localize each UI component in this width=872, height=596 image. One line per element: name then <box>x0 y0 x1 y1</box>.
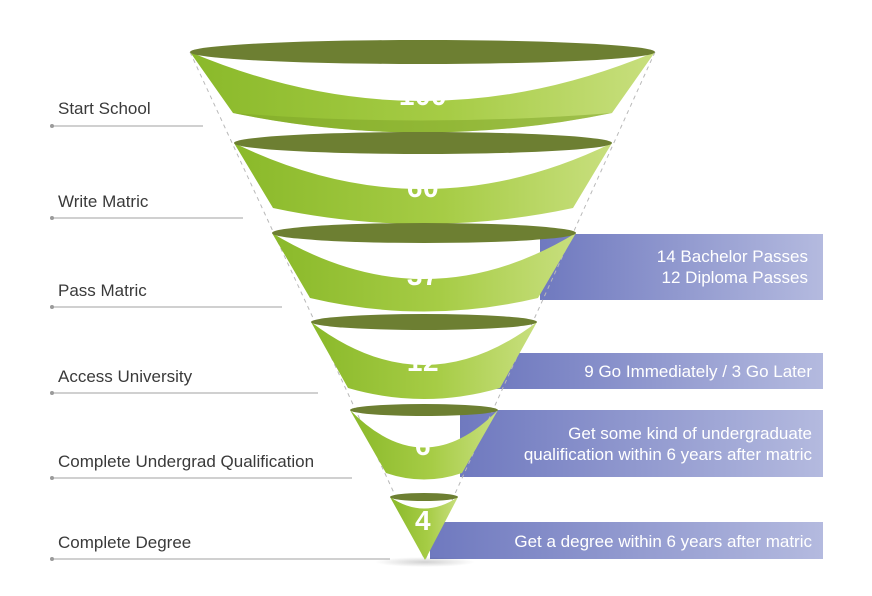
note-undergrad: Get some kind of undergraduate qualifica… <box>524 423 812 465</box>
note-access-university-line-1: 9 Go Immediately / 3 Go Later <box>584 362 812 381</box>
note-pass-matric: 14 Bachelor Passes 12 Diploma Passes <box>657 246 808 288</box>
note-degree: Get a degree within 6 years after matric <box>514 531 812 552</box>
note-undergrad-line-2: qualification within 6 years after matri… <box>523 445 812 464</box>
funnel-segment-3 <box>272 223 576 312</box>
leader-lines <box>50 124 390 561</box>
note-band-degree <box>430 522 823 559</box>
note-pass-matric-line-2: 12 Diploma Passes <box>661 268 808 287</box>
stage-label-undergrad: Complete Undergrad Qualification <box>58 452 315 471</box>
stage-value-undergrad: 6 <box>414 430 432 461</box>
stage-value-pass-matric: 37 <box>406 260 440 291</box>
funnel-segment-6 <box>390 493 458 560</box>
funnel-shadow <box>375 557 475 567</box>
funnel-segment-1 <box>190 40 655 133</box>
stage-label-degree: Complete Degree <box>58 533 192 552</box>
note-pass-matric-line-1: 14 Bachelor Passes <box>656 247 808 266</box>
stage-label-access-university: Access University <box>58 367 193 386</box>
funnel-segment-4 <box>311 314 537 399</box>
note-access-university: 9 Go Immediately / 3 Go Later <box>584 361 812 382</box>
note-band-undergrad <box>460 410 823 477</box>
note-band-pass-matric <box>540 234 823 300</box>
note-degree-line-1: Get a degree within 6 years after matric <box>514 532 812 551</box>
funnel-segment-2 <box>234 132 612 224</box>
stage-value-access-university: 12 <box>406 346 440 377</box>
funnel-segment-5 <box>350 404 498 480</box>
note-band-access-university <box>490 353 823 389</box>
note-undergrad-line-1: Get some kind of undergraduate <box>568 424 812 443</box>
stage-value-degree: 4 <box>414 505 432 536</box>
stage-label-pass-matric: Pass Matric <box>58 281 147 300</box>
stage-label-write-matric: Write Matric <box>58 192 149 211</box>
stage-value-write-matric: 60 <box>406 172 440 203</box>
stage-value-start-school: 100 <box>398 80 448 111</box>
stage-label-start-school: Start School <box>58 99 151 118</box>
funnel-guide-right <box>424 51 656 561</box>
funnel-guide-left <box>189 51 426 561</box>
